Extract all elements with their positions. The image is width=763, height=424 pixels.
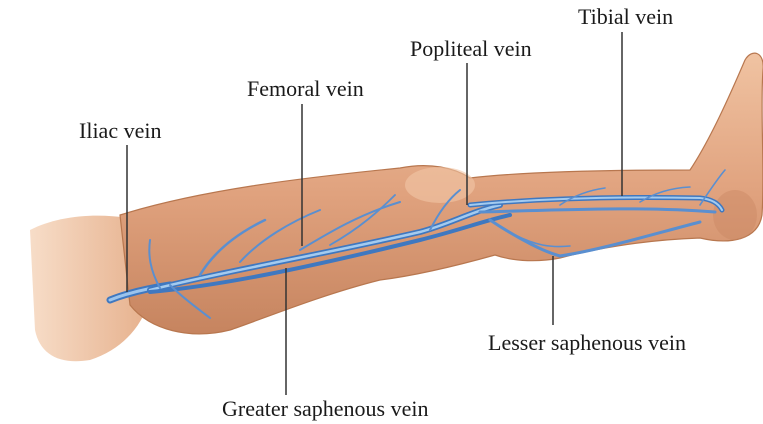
label-greater-saphenous-vein: Greater saphenous vein xyxy=(222,398,428,420)
label-popliteal-vein: Popliteal vein xyxy=(410,38,532,60)
knee-shape xyxy=(405,167,475,203)
label-femoral-vein: Femoral vein xyxy=(247,78,364,100)
heel-shape xyxy=(713,190,757,240)
label-tibial-vein: Tibial vein xyxy=(578,6,673,28)
label-lesser-saphenous-vein: Lesser saphenous vein xyxy=(488,332,686,354)
label-iliac-vein: Iliac vein xyxy=(79,120,161,142)
